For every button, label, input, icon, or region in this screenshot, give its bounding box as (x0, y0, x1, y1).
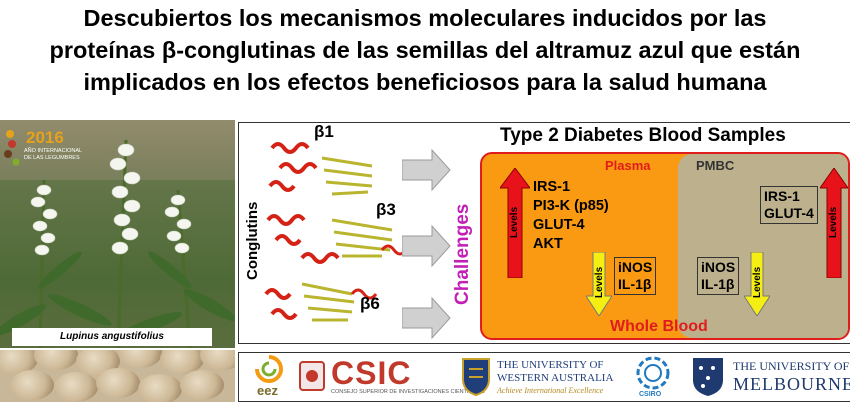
marker-glut4: GLUT-4 (533, 217, 585, 233)
challenges-label: Challenges (452, 203, 473, 305)
seed (96, 368, 140, 398)
marker-inos: iNOS (701, 259, 736, 275)
samples-title: Type 2 Diabetes Blood Samples (500, 125, 786, 146)
uwa-crest-icon (462, 358, 490, 397)
levels-label-pmbc-up: Levels (828, 206, 839, 238)
eez-logo-icon (255, 355, 283, 383)
photo-caption: Lupinus angustifolius (12, 328, 212, 346)
arrow-right-icon (402, 148, 451, 192)
pmbc-label: PMBC (696, 158, 735, 173)
protein-beta6-structure (264, 282, 378, 322)
beta1-label: β1 (314, 122, 334, 141)
levels-label-plasma-up: Levels (509, 206, 520, 238)
marker-inos: iNOS (618, 259, 653, 275)
title-line-3: implicados en los efectos beneficiosos p… (83, 69, 767, 95)
diagram-panel (238, 122, 850, 344)
levels-down-arrow-icon (586, 252, 612, 316)
logo-year: 2016 (26, 128, 64, 147)
levels-label-pmbc-down: Levels (752, 266, 763, 298)
csic-crest-icon (299, 361, 325, 391)
title-line-1: Descubiertos los mecanismos moleculares … (83, 5, 767, 31)
legumes-year-logo: 2016 AÑO INTERNACIONAL DE LAS LEGUMBRES (2, 124, 82, 172)
arrow-right-icon (402, 296, 451, 340)
levels-down-arrow-icon (744, 252, 770, 316)
uwa-text-line2: WESTERN AUSTRALIA (497, 372, 614, 384)
levels-label-plasma-down: Levels (594, 266, 605, 298)
marker-glut4: GLUT-4 (764, 205, 814, 221)
csiro-logo-icon (636, 356, 670, 390)
lupin-seeds-photo (0, 350, 235, 402)
lupin-plant-illustration (0, 139, 235, 348)
melbourne-text-line2: MELBOURNE (733, 374, 850, 394)
eez-logo-text: eez (257, 383, 278, 398)
logo-text-line2: DE LAS LEGUMBRES (24, 155, 80, 161)
page-title: Descubiertos los mecanismos moleculares … (0, 2, 850, 98)
protein-beta1-structure (268, 142, 373, 196)
seed (54, 372, 98, 402)
legumes-logo-icon (4, 130, 20, 166)
seed (34, 350, 78, 370)
whole-blood-label: Whole Blood (610, 318, 708, 335)
title-line-2: proteínas β-conglutinas de las semillas … (49, 37, 801, 63)
logo-text-line1: AÑO INTERNACIONAL (24, 148, 83, 154)
seed (118, 350, 162, 368)
conglutins-label: Conglutins (244, 201, 261, 280)
csiro-logo-text: CSIRO (639, 391, 662, 398)
seed (180, 370, 224, 400)
pmbc-upregulated-box: IRS-1 GLUT-4 (760, 186, 818, 224)
csic-logo-subtitle: CONSEJO SUPERIOR DE INVESTIGACIONES CIEN… (331, 389, 485, 395)
marker-il1b: IL-1β (701, 276, 735, 292)
logos-bar: eez CSIC CONSEJO SUPERIOR DE INVESTIGACI… (238, 352, 850, 402)
uwa-text-line3: Achieve International Excellence (497, 386, 604, 395)
plasma-downregulated-box: iNOS IL-1β (614, 257, 657, 295)
seed (200, 350, 235, 370)
csic-logo-text: CSIC (331, 355, 412, 391)
arrow-right-icon (402, 224, 451, 268)
challenge-arrows (402, 148, 451, 340)
plasma-label: Plasma (605, 158, 651, 173)
marker-irs1: IRS-1 (764, 188, 800, 204)
seed (10, 370, 54, 400)
beta6-label: β6 (360, 294, 380, 313)
plasma-upregulated-list: IRS-1 PI3-K (p85) GLUT-4 AKT (533, 178, 609, 254)
pmbc-downregulated-box: iNOS IL-1β (697, 257, 740, 295)
levels-up-arrow-icon (500, 168, 530, 278)
marker-akt: AKT (533, 236, 563, 252)
melbourne-text-line1: THE UNIVERSITY OF (733, 359, 850, 373)
seed (138, 374, 182, 402)
melbourne-crest-icon (693, 358, 723, 396)
marker-irs1: IRS-1 (533, 179, 571, 195)
marker-pi3k: PI3-K (p85) (533, 198, 609, 214)
uwa-text-line1: THE UNIVERSITY OF (497, 359, 604, 371)
levels-up-arrow-icon (820, 168, 848, 278)
marker-il1b: IL-1β (618, 276, 652, 292)
protein-beta3-structure (266, 214, 408, 264)
lupin-plant-photo (0, 120, 235, 348)
beta3-label: β3 (376, 200, 396, 219)
